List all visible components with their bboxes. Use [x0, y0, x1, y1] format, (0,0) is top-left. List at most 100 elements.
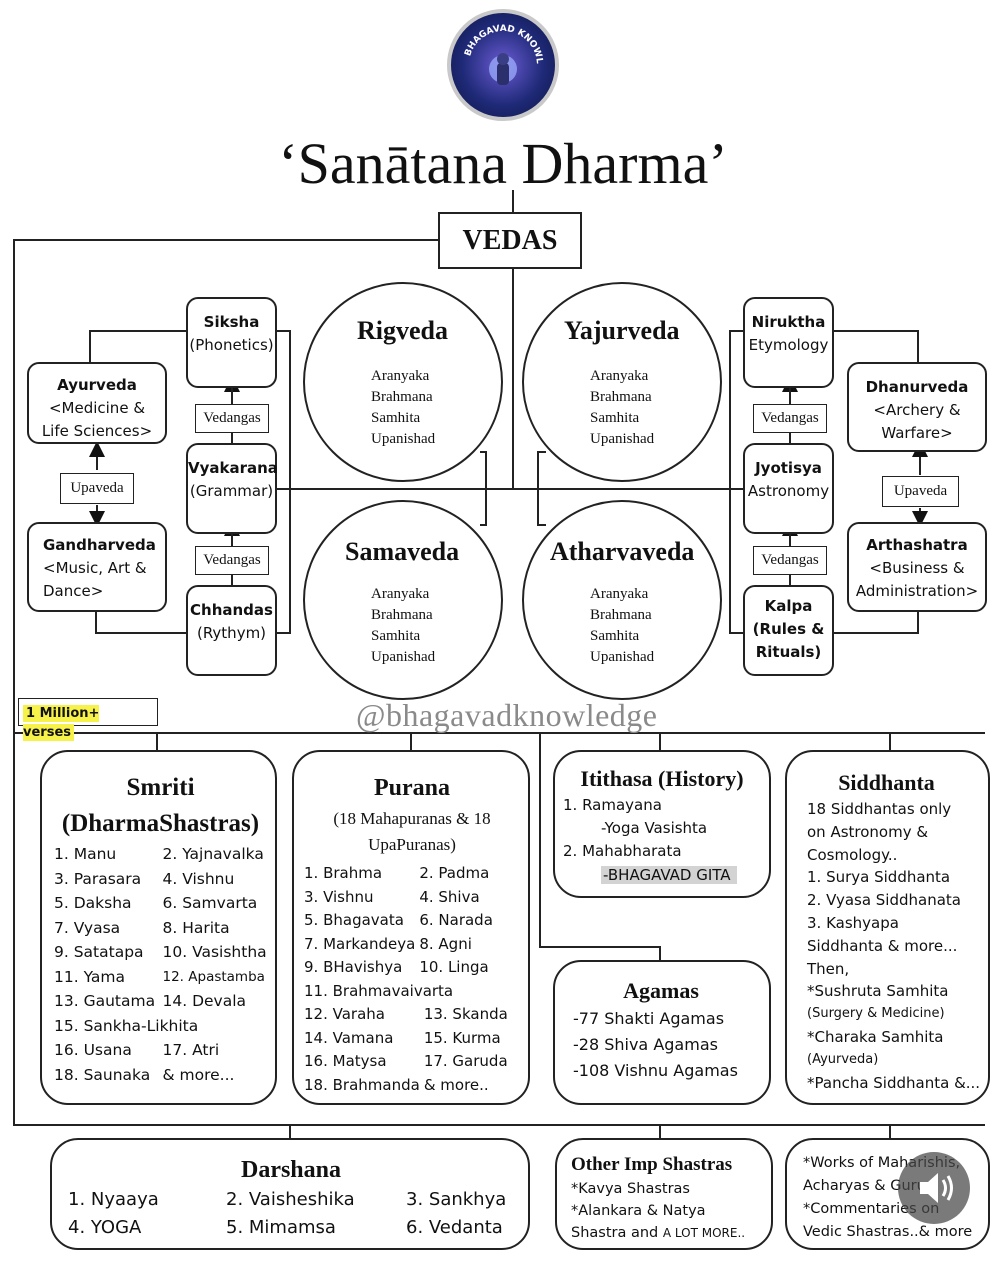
- dhanurveda-box: Dhanurveda <Archery & Warfare>: [847, 362, 987, 452]
- gandharveda-line1: <Music, Art &: [43, 559, 147, 577]
- kalpa-line2: Rituals): [755, 643, 822, 661]
- siddhanta-line: (Surgery & Medicine): [807, 1006, 945, 1022]
- veda-item: Upanishad: [371, 649, 436, 665]
- siddhanta-title: Siddhanta: [838, 770, 935, 795]
- kalpa-line1: (Rules &: [752, 620, 825, 638]
- page-title: ‘Sanātana Dharma’: [278, 131, 728, 196]
- vedas-box: VEDAS: [438, 212, 582, 269]
- vedangas-label-left-top: Vedangas: [195, 404, 269, 433]
- ayurveda-line1: <Medicine &: [48, 399, 146, 417]
- arthashatra-line2: Administration>: [855, 582, 979, 600]
- vedas-label: VEDAS: [462, 225, 558, 256]
- speaker-button[interactable]: [898, 1152, 970, 1224]
- jyotisya-subtitle: Astronomy: [747, 482, 830, 500]
- purana-item: 9. BHavishya: [304, 958, 403, 976]
- darshana-title: Darshana: [240, 1157, 342, 1183]
- ayurveda-line2: Life Sciences>: [41, 422, 153, 440]
- siddhanta-line: *Charaka Samhita: [807, 1027, 944, 1046]
- smriti-item: 8. Harita: [162, 918, 230, 937]
- purana-item: 14. Vamana: [304, 1028, 394, 1047]
- chhandas-box: Chhandas (Rythym): [186, 585, 277, 676]
- darshana-item: 3. Sankhya: [406, 1189, 507, 1210]
- jyotisya-title: Jyotisya: [755, 459, 822, 477]
- other-line-3: Shastra and: [571, 1225, 659, 1241]
- gandharveda-box: Gandharveda <Music, Art & Dance>: [27, 522, 167, 612]
- upaveda-label-left: Upaveda: [60, 473, 134, 504]
- arthashatra-box: Arthashatra <Business & Administration>: [847, 522, 987, 612]
- siddhanta-line: Then,: [807, 959, 850, 978]
- veda-item: Upanishad: [371, 431, 436, 447]
- other-shastras-title: Other Imp Shastras: [571, 1154, 733, 1175]
- purana-item: 7. Markandeya: [304, 934, 416, 953]
- smriti-item: 14. Devala: [162, 992, 247, 1010]
- siddhanta-line: *Sushruta Samhita: [807, 982, 949, 1001]
- darshana-item: 1. Nyaaya: [68, 1189, 159, 1210]
- smriti-item: & more...: [162, 1065, 235, 1084]
- upaveda-label-right: Upaveda: [882, 476, 959, 507]
- smriti-item: 16. Usana: [54, 1041, 132, 1059]
- purana-item: 5. Bhagavata: [304, 911, 404, 929]
- smriti-subtitle: (DharmaShastras): [61, 810, 260, 837]
- agamas-title: Agamas: [623, 978, 699, 1003]
- kalpa-title: Kalpa: [764, 597, 813, 615]
- watermark: @bhagavadknowledge: [356, 697, 658, 733]
- other-line-2: *Alankara & Natya: [571, 1203, 706, 1219]
- veda-item: Aranyaka: [371, 586, 430, 602]
- ayurveda-box: Ayurveda <Medicine & Life Sciences>: [27, 362, 167, 444]
- niruktha-title: Niruktha: [751, 313, 826, 331]
- purana-item: 2. Padma: [419, 864, 490, 882]
- vedangas-label-right-bottom: Vedangas: [753, 546, 827, 575]
- other-line-1: *Kavya Shastras: [571, 1181, 690, 1197]
- purana-item: 16. Matysa: [304, 1052, 387, 1070]
- purana-item: 6. Narada: [419, 911, 493, 929]
- siddhanta-line: Siddhanta & more...: [807, 936, 958, 955]
- smriti-item: 12. Apastamba: [162, 968, 265, 985]
- works-line: Vedic Shastras..& more: [803, 1224, 973, 1240]
- other-line-4: A LOT MORE..: [662, 1226, 746, 1240]
- purana-item: 4. Shiva: [419, 887, 480, 906]
- siddhanta-line: on Astronomy &: [807, 822, 929, 841]
- gita-row: -BHAGAVAD GITA: [563, 864, 761, 886]
- smriti-item: 13. Gautama: [54, 992, 156, 1010]
- purana-item: 1. Brahma: [304, 864, 383, 882]
- chhandas-subtitle: (Rythym): [196, 624, 267, 642]
- agamas-line-2: -28 Shiva Agamas: [573, 1035, 718, 1054]
- dhanurveda-line2: Warfare>: [881, 424, 953, 442]
- veda-item: Brahmana: [371, 389, 433, 405]
- purana-subtitle: (18 Mahapuranas & 18 UpaPuranas): [333, 809, 491, 854]
- smriti-item: 7. Vyasa: [54, 918, 121, 937]
- purana-item: 8. Agni: [419, 934, 472, 953]
- darshana-item: 2. Vaisheshika: [226, 1189, 355, 1210]
- veda-item: Brahmana: [590, 607, 652, 623]
- siddhanta-line: *Pancha Siddhanta &...: [807, 1073, 981, 1092]
- vedangas-label-left-bottom: Vedangas: [195, 546, 269, 575]
- other-shastras-box: Other Imp Shastras *Kavya Shastras *Alan…: [555, 1138, 773, 1250]
- purana-item: 13. Skanda: [423, 1005, 508, 1023]
- smriti-item: 5. Daksha: [54, 894, 132, 912]
- smriti-item: 2. Yajnavalka: [162, 845, 264, 863]
- siksha-box: Siksha (Phonetics): [186, 297, 277, 388]
- itithasa-line-4: -BHAGAVAD GITA: [601, 866, 737, 884]
- darshana-item: 5. Mimamsa: [226, 1217, 336, 1238]
- vedangas-label-right-top: Vedangas: [753, 404, 827, 433]
- siksha-subtitle: (Phonetics): [189, 336, 274, 354]
- dhanurveda-title: Dhanurveda: [865, 378, 969, 396]
- veda-item: Aranyaka: [590, 368, 649, 384]
- veda-item: Samhita: [371, 628, 421, 644]
- darshana-item: 6. Vedanta: [406, 1217, 503, 1238]
- purana-item: 12. Varaha: [304, 1005, 385, 1023]
- yajurveda-title: Yajurveda: [564, 316, 680, 345]
- chhandas-title: Chhandas: [190, 601, 273, 619]
- agamas-box: Agamas -77 Shakti Agamas -28 Shiva Agama…: [553, 960, 771, 1105]
- purana-item: 17. Garuda: [423, 1052, 508, 1070]
